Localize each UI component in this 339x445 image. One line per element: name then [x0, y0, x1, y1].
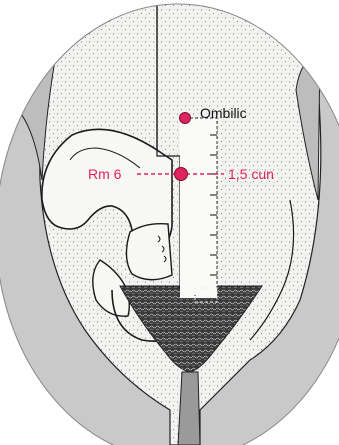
- sacrum: [126, 224, 172, 280]
- measure-column: [180, 118, 217, 298]
- navel-label: Ombilic: [200, 105, 247, 121]
- rm6-label: Rm 6: [88, 166, 122, 182]
- navel-point: [180, 113, 191, 124]
- thigh-gap: [178, 372, 200, 445]
- rm6-point: [175, 168, 188, 181]
- distance-label: 1,5 cun: [228, 166, 274, 182]
